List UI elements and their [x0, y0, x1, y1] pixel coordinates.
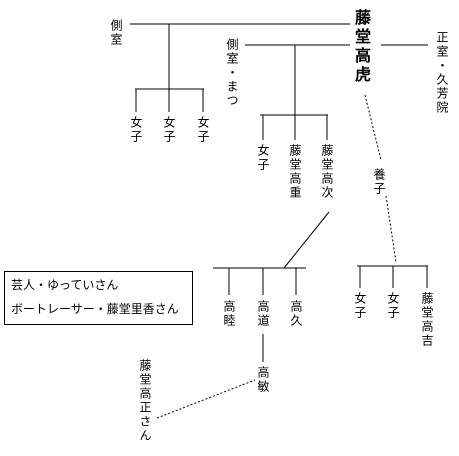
- note-line-2: ボートレーサー・藤堂里香さん: [11, 302, 179, 316]
- child-mid-takatsugu: 藤堂高次: [320, 144, 334, 200]
- grandchild-takahisa: 高久: [289, 300, 303, 328]
- head-name: 藤堂高虎: [352, 9, 371, 85]
- line-adoption-dashed-1: [364, 94, 382, 161]
- child-mid-takashige: 藤堂高重: [288, 144, 302, 200]
- child-left-1: 女子: [129, 116, 143, 144]
- child-mid-1: 女子: [256, 144, 270, 172]
- child-right-takayoshi: 藤堂高吉: [420, 292, 434, 348]
- line-adoption-dashed-2: [385, 195, 397, 263]
- spouse-legal: 正室・久芳院: [435, 31, 449, 115]
- great-grandchild-takatoshi: 高敏: [256, 366, 270, 394]
- adoption-label: 養子: [372, 168, 386, 196]
- child-left-3: 女子: [196, 116, 210, 144]
- line-descendant-dotted: [156, 379, 256, 419]
- line-takatsugu-diagonal: [283, 211, 330, 269]
- child-left-2: 女子: [162, 116, 176, 144]
- child-right-2: 女子: [386, 292, 400, 320]
- descendant-name: 藤堂高正さん: [138, 359, 152, 443]
- spouse-side-left: 側室: [109, 19, 123, 47]
- grandchild-takachika: 高睦: [222, 300, 236, 328]
- grandchild-takamichi: 高道: [256, 300, 270, 328]
- note-line-1: 芸人・ゆっていさん: [11, 278, 119, 292]
- child-right-1: 女子: [353, 292, 367, 320]
- note-box: 芸人・ゆっていさん ボートレーサー・藤堂里香さん: [4, 271, 193, 325]
- spouse-side-mid: 側室・まつ: [225, 38, 239, 108]
